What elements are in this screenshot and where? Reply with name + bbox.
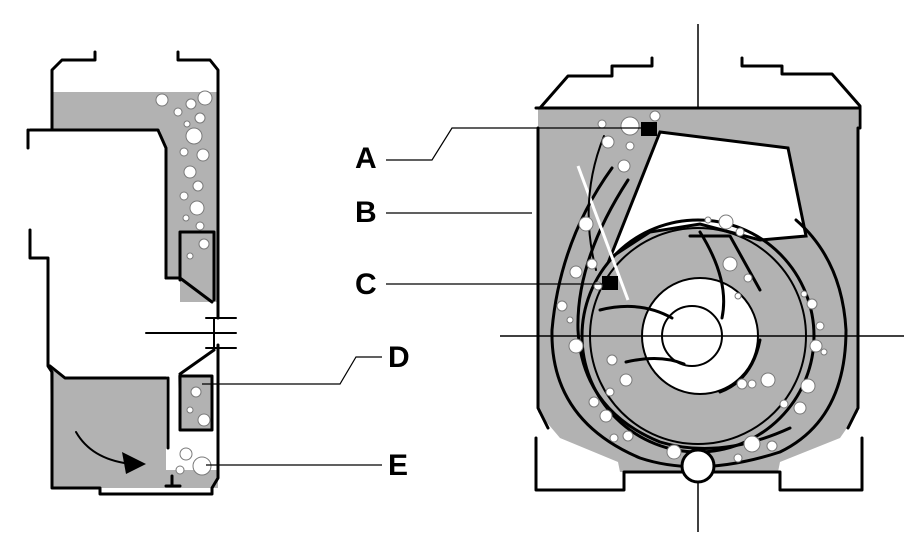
- inlet-slot: [587, 135, 605, 271]
- drain-plug: [680, 448, 716, 484]
- side-upper-channel: [164, 230, 216, 304]
- eye-slot: [576, 165, 630, 301]
- side-flow-arrow-head: [122, 452, 146, 474]
- label-b: B: [355, 196, 377, 229]
- front-bubbles: [556, 110, 828, 463]
- side-housing-outline: [26, 50, 220, 496]
- side-bubbles: [155, 90, 213, 476]
- side-shaft: [145, 317, 237, 349]
- side-inner-cavity: [48, 128, 168, 380]
- leader-d: [202, 356, 382, 385]
- leader-lines: [202, 127, 641, 466]
- callout-labels: A B C D E: [355, 142, 410, 482]
- front-body-outline: [534, 106, 862, 430]
- label-c: C: [355, 268, 377, 301]
- label-d: D: [388, 341, 410, 374]
- side-section-view: [26, 50, 237, 496]
- side-lower-liquid: [50, 366, 218, 488]
- side-lower-channel: [166, 348, 216, 450]
- label-a: A: [355, 142, 377, 175]
- front-section-view: [500, 24, 904, 532]
- label-e: E: [388, 449, 408, 482]
- side-drain: [164, 474, 182, 488]
- marker-a: [641, 122, 657, 136]
- side-upper-liquid: [52, 92, 218, 302]
- leader-a: [386, 127, 641, 161]
- marker-c: [602, 276, 618, 290]
- impeller-blades: [598, 230, 762, 394]
